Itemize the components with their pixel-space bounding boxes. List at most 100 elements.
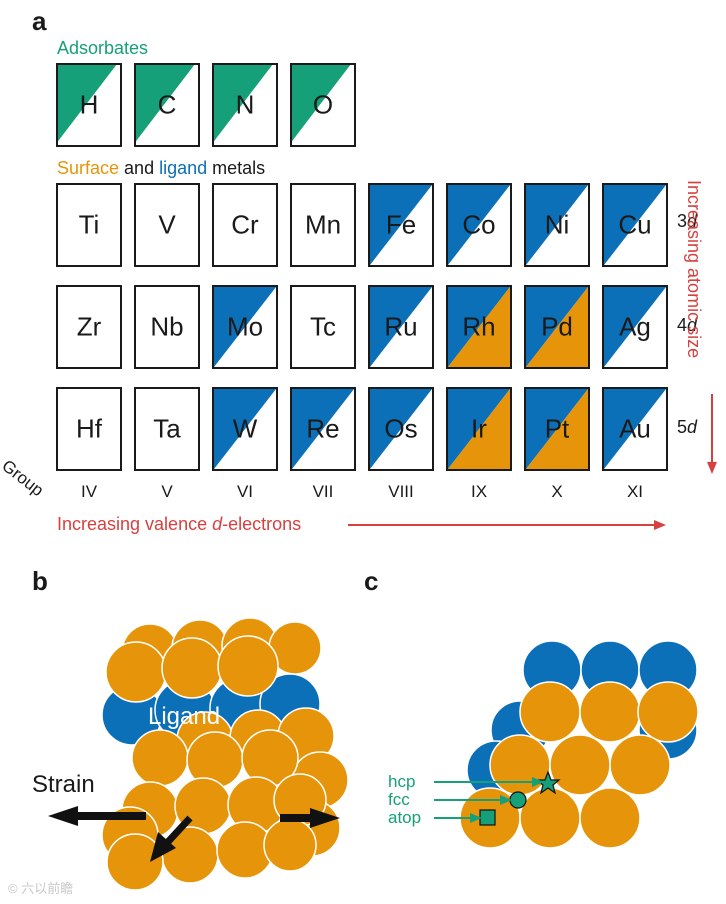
group-numeral: XI <box>626 482 644 501</box>
adsorbate-fill <box>136 65 195 142</box>
adsorbate-tile-h: H <box>56 63 122 147</box>
metal-tile-ru: Ru <box>368 285 434 369</box>
metals-word: metals <box>207 158 266 178</box>
group-numeral: IV <box>80 482 98 501</box>
element-symbol: N <box>235 89 255 120</box>
metal-tile-os: Os <box>368 387 434 471</box>
element-symbol: Ru <box>384 311 418 342</box>
watermark: © 六以前瞻 <box>8 881 74 896</box>
strained-slab-illustration <box>48 617 349 890</box>
element-symbol: C <box>157 89 177 120</box>
element-symbol: V <box>158 209 176 240</box>
element-symbol: H <box>79 89 99 120</box>
adsorbate-tile-c: C <box>134 63 200 147</box>
atomic-size-label: Increasing atomic size <box>684 180 704 359</box>
metal-fill <box>604 287 666 367</box>
valence-arrow <box>348 520 666 530</box>
group-numeral: IX <box>470 482 488 501</box>
metal-fill <box>604 185 666 265</box>
adsorbate-tile-o: O <box>290 63 356 147</box>
element-symbol: Ir <box>471 413 487 444</box>
element-symbol: Zr <box>76 311 102 342</box>
period-5d: 5d <box>677 417 698 437</box>
metal-tile-ni: Ni <box>524 183 590 267</box>
ligand-word: ligand <box>159 158 208 178</box>
group-numeral: V <box>161 482 173 501</box>
adsorbate-fill <box>292 65 351 142</box>
metal-fill <box>448 287 510 367</box>
element-symbol: Os <box>384 413 418 444</box>
site-pointer-arrows <box>434 777 544 823</box>
metal-fill <box>370 287 432 367</box>
metal-tile-cr: Cr <box>212 183 278 267</box>
adsorbate-fill <box>58 65 117 142</box>
metal-tile-ti: Ti <box>56 183 122 267</box>
metal-fill <box>526 389 588 469</box>
metal-tile-nb: Nb <box>134 285 200 369</box>
element-symbol: Rh <box>462 311 496 342</box>
element-symbol: Pd <box>541 311 573 342</box>
fcc-label: fcc <box>388 790 410 809</box>
metal-tile-w: W <box>212 387 278 471</box>
element-symbol: Tc <box>310 311 336 342</box>
hcp-label: hcp <box>388 772 416 791</box>
group-numeral: VII <box>312 482 334 501</box>
metal-tile-mn: Mn <box>290 183 356 267</box>
group-numeral: X <box>551 482 563 501</box>
metal-tile-ta: Ta <box>134 387 200 471</box>
surface-word: Surface <box>57 158 120 178</box>
element-symbol: Ni <box>544 209 570 240</box>
strain-label: Strain <box>32 771 95 798</box>
element-symbol: Pt <box>544 413 570 444</box>
element-symbol: Mn <box>304 209 342 240</box>
period-4d: 4d <box>677 315 698 335</box>
ligand-label: Ligand <box>148 703 221 730</box>
metal-tile-mo: Mo <box>212 285 278 369</box>
panel-c-label: c <box>364 566 379 596</box>
group-label: Group <box>0 456 48 501</box>
metal-tile-re: Re <box>290 387 356 471</box>
element-symbol: Cr <box>231 209 259 240</box>
element-symbol: Cu <box>618 209 652 240</box>
metal-tile-pt: Pt <box>524 387 590 471</box>
element-symbol: Ta <box>153 413 181 444</box>
metal-fill <box>214 389 276 469</box>
metal-tile-tc: Tc <box>290 285 356 369</box>
metal-tile-hf: Hf <box>56 387 122 471</box>
metal-fill <box>370 185 432 265</box>
metal-fill <box>292 389 354 469</box>
element-symbol: Nb <box>150 311 184 342</box>
panel-b-label: b <box>32 566 48 596</box>
metal-fill <box>448 389 510 469</box>
metal-tile-fe: Fe <box>368 183 434 267</box>
and-word: and <box>119 158 160 178</box>
metal-fill <box>214 287 276 367</box>
metal-fill <box>526 287 588 367</box>
metal-tile-v: V <box>134 183 200 267</box>
atop-label: atop <box>388 808 422 827</box>
period-3d: 3d <box>677 211 698 231</box>
group-numeral: VI <box>236 482 254 501</box>
metal-tile-ir: Ir <box>446 387 512 471</box>
element-symbol: Ti <box>78 209 100 240</box>
metal-fill <box>448 185 510 265</box>
metal-tile-au: Au <box>602 387 668 471</box>
element-symbol: Mo <box>226 311 264 342</box>
adsorbate-tile-n: N <box>212 63 278 147</box>
adsorbates-title: Adsorbates <box>57 38 149 58</box>
metals-title: Surface and ligand metals <box>57 158 265 179</box>
metal-fill <box>370 389 432 469</box>
metal-tile-cu: Cu <box>602 183 668 267</box>
element-symbol: Re <box>306 413 340 444</box>
metal-tile-ag: Ag <box>602 285 668 369</box>
element-symbol: Fe <box>385 209 417 240</box>
element-symbol: O <box>312 89 334 120</box>
adsorption-sites-illustration <box>459 640 699 849</box>
element-symbol: Co <box>462 209 496 240</box>
element-symbol: W <box>232 413 258 444</box>
adsorbate-fill <box>214 65 273 142</box>
element-symbol: Au <box>619 413 651 444</box>
element-symbol: Ag <box>619 311 651 342</box>
metal-fill <box>526 185 588 265</box>
group-numeral: VIII <box>388 482 414 501</box>
